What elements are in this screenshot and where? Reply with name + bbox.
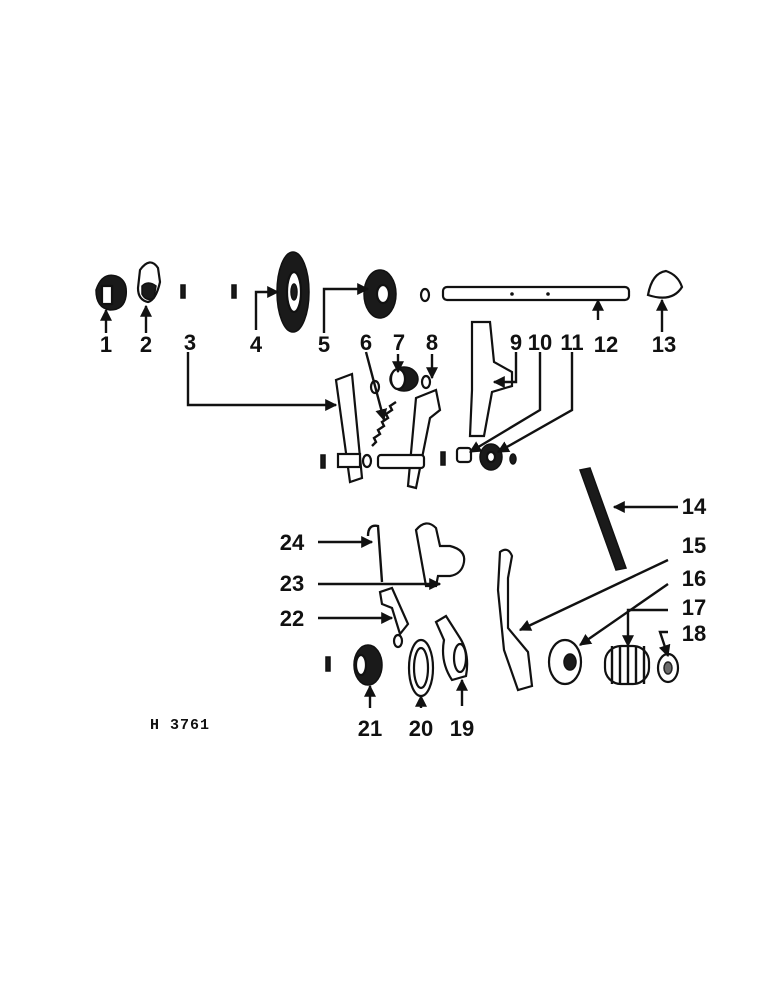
part-19-hub xyxy=(434,614,469,682)
part-6-spring xyxy=(371,401,397,447)
washer-e xyxy=(509,453,517,465)
pin-a xyxy=(180,284,186,299)
callout-10: 10 xyxy=(528,330,552,355)
part-12-rod xyxy=(441,285,631,302)
callout-13: 13 xyxy=(652,332,676,357)
callout-22: 22 xyxy=(280,606,304,631)
part-10-bushing xyxy=(455,446,473,464)
part-15-lever xyxy=(496,548,534,692)
leader-4 xyxy=(254,286,280,330)
callout-6: 6 xyxy=(360,330,372,355)
pin-c xyxy=(320,454,326,469)
leader-16 xyxy=(579,583,669,646)
part-21-sprocket xyxy=(353,644,383,686)
callout-labels: 1 2 3 4 5 6 7 8 9 10 11 12 13 14 15 16 1… xyxy=(100,330,707,741)
callout-8: 8 xyxy=(426,330,438,355)
part-7-roller xyxy=(389,366,419,392)
leader-5 xyxy=(322,283,370,333)
part-22-bracket xyxy=(378,586,410,637)
pin-b xyxy=(231,284,237,299)
part-14-chain xyxy=(578,467,628,571)
part-11-sprocket xyxy=(479,443,503,471)
part-3-plate xyxy=(334,372,364,484)
washer-c xyxy=(420,374,432,390)
callout-20: 20 xyxy=(409,716,433,741)
callout-7: 7 xyxy=(393,330,405,355)
figure-code: H 3761 xyxy=(150,717,210,734)
pin-e xyxy=(325,656,331,672)
callout-21: 21 xyxy=(358,716,382,741)
callout-5: 5 xyxy=(318,332,330,357)
callout-17: 17 xyxy=(682,595,706,620)
leader-6 xyxy=(364,351,388,422)
callout-3: 3 xyxy=(184,330,196,355)
leader-11 xyxy=(496,352,574,454)
pin-d xyxy=(440,451,446,466)
part-2-bracket xyxy=(136,261,162,304)
part-17-spring xyxy=(603,644,651,686)
callout-9: 9 xyxy=(510,330,522,355)
part-20-washer xyxy=(407,638,435,698)
leader-lines xyxy=(100,283,678,708)
part-24-rod xyxy=(366,524,384,583)
part-23-latch xyxy=(414,522,466,588)
callout-24: 24 xyxy=(280,530,305,555)
callout-12: 12 xyxy=(594,332,618,357)
part-9-bracket xyxy=(468,320,514,438)
part-8-arm xyxy=(406,388,442,490)
callout-1: 1 xyxy=(100,332,112,357)
leader-10 xyxy=(468,352,542,454)
leader-18 xyxy=(658,630,671,658)
callout-19: 19 xyxy=(450,716,474,741)
leader-15 xyxy=(518,558,669,632)
part-1-gear xyxy=(95,274,128,311)
callout-18: 18 xyxy=(682,621,706,646)
leader-9 xyxy=(492,352,518,388)
part-18-collar xyxy=(656,652,680,684)
callout-11: 11 xyxy=(560,330,583,355)
washer-a xyxy=(419,287,431,303)
part-4-sprocket xyxy=(276,251,310,333)
part-16-sprocket xyxy=(547,638,583,686)
leader-3 xyxy=(186,352,338,411)
callout-16: 16 xyxy=(682,566,706,591)
washer-f xyxy=(392,633,404,649)
shaft xyxy=(376,453,426,470)
leader-17 xyxy=(622,608,668,648)
callout-23: 23 xyxy=(280,571,304,596)
part-5-sprocket xyxy=(363,269,397,319)
callout-4: 4 xyxy=(250,332,263,357)
washer-d xyxy=(361,453,373,469)
callout-2: 2 xyxy=(140,332,152,357)
callout-15: 15 xyxy=(682,533,706,558)
callout-14: 14 xyxy=(682,494,707,519)
part-13-clip xyxy=(646,269,684,299)
